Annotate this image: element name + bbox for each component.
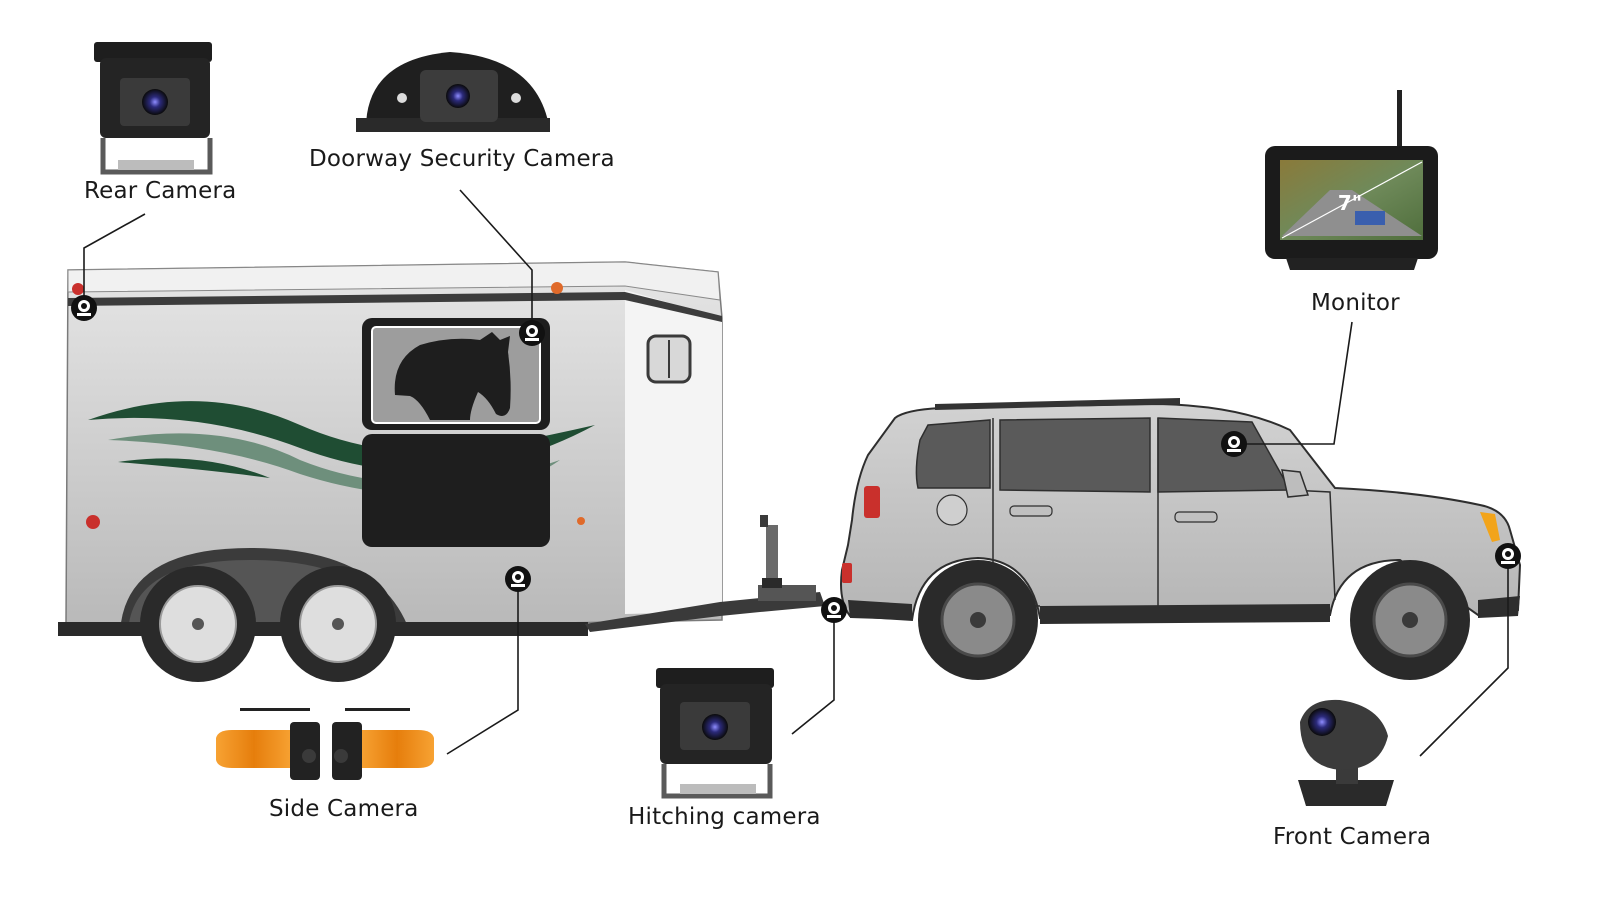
rear-camera-label: Rear Camera	[84, 178, 237, 204]
doorway-camera-image	[356, 52, 550, 132]
front-camera-marker	[1495, 543, 1521, 569]
horse-trailer	[58, 261, 825, 682]
side-camera-label: Side Camera	[269, 796, 419, 822]
monitor-size-text: 7"	[1338, 191, 1362, 215]
hitching-camera-label: Hitching camera	[628, 804, 821, 830]
side-camera-image	[216, 708, 434, 780]
suv-wheel-rear	[918, 560, 1038, 680]
trailer-wheel-2	[280, 566, 396, 682]
hitching-camera-marker	[821, 597, 847, 623]
doorway-camera-label: Doorway Security Camera	[309, 146, 615, 172]
front-camera-image	[1298, 699, 1394, 806]
monitor-marker	[1221, 431, 1247, 457]
leader-doorway-camera	[459, 189, 533, 325]
leader-rear-camera	[83, 213, 146, 300]
suv-wheel-front	[1350, 560, 1470, 680]
leader-side-camera	[446, 590, 519, 755]
doorway-camera-marker	[519, 320, 545, 346]
side-camera-marker	[505, 566, 531, 592]
hitching-camera-image	[656, 668, 774, 799]
leader-front-camera	[1419, 566, 1509, 757]
rear-camera-marker	[71, 295, 97, 321]
front-camera-label: Front Camera	[1273, 824, 1432, 850]
leader-monitor	[1242, 321, 1353, 445]
suv-vehicle	[840, 398, 1522, 680]
monitor-image	[1265, 90, 1438, 270]
trailer-wheel-1	[140, 566, 256, 682]
leader-hitching-camera	[791, 620, 835, 735]
camera-markers	[71, 295, 1521, 623]
monitor-label: Monitor	[1311, 290, 1400, 316]
leader-lines	[83, 189, 1509, 757]
rear-camera-image	[94, 42, 213, 175]
